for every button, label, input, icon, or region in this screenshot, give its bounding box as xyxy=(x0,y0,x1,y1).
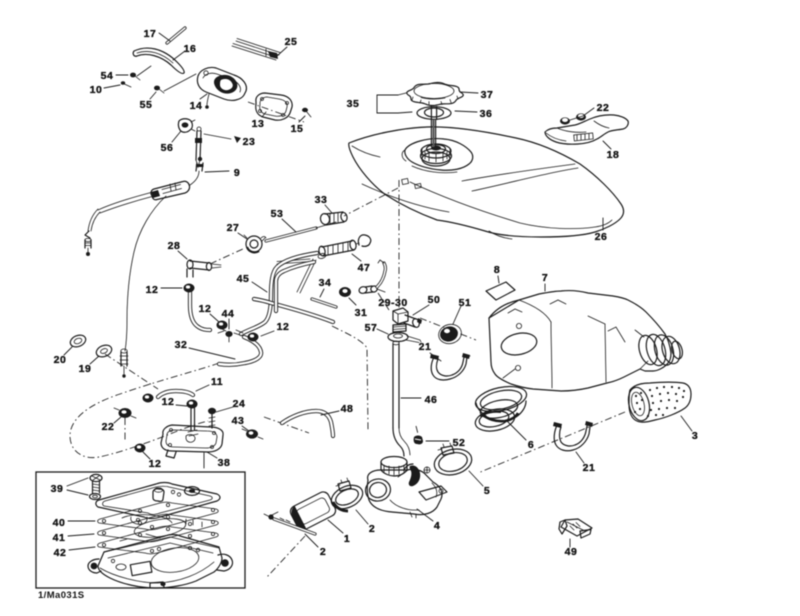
svg-text:51: 51 xyxy=(459,297,472,309)
svg-text:40: 40 xyxy=(53,517,66,529)
svg-text:10: 10 xyxy=(90,84,103,96)
svg-text:21: 21 xyxy=(419,341,432,353)
svg-text:2: 2 xyxy=(320,546,326,558)
svg-text:29-30: 29-30 xyxy=(378,297,407,309)
svg-text:38: 38 xyxy=(218,457,231,469)
svg-text:35: 35 xyxy=(347,98,360,110)
svg-text:12: 12 xyxy=(199,303,212,315)
svg-text:36: 36 xyxy=(480,108,493,120)
svg-text:56: 56 xyxy=(161,142,174,154)
svg-text:44: 44 xyxy=(222,308,235,320)
svg-text:46: 46 xyxy=(425,394,438,406)
svg-text:12: 12 xyxy=(149,458,162,470)
svg-text:19: 19 xyxy=(79,363,92,375)
svg-text:17: 17 xyxy=(144,28,157,40)
svg-text:52: 52 xyxy=(453,437,466,449)
svg-text:28: 28 xyxy=(168,240,181,252)
svg-text:22: 22 xyxy=(597,102,610,114)
svg-text:49: 49 xyxy=(565,546,578,558)
svg-text:27: 27 xyxy=(227,222,240,234)
svg-text:12: 12 xyxy=(277,321,290,333)
svg-text:32: 32 xyxy=(175,339,188,351)
svg-text:23: 23 xyxy=(243,136,256,148)
svg-text:20: 20 xyxy=(54,354,67,366)
svg-text:16: 16 xyxy=(184,43,197,55)
svg-text:39: 39 xyxy=(51,483,64,495)
svg-text:37: 37 xyxy=(481,89,494,101)
svg-text:31: 31 xyxy=(355,307,368,319)
svg-text:48: 48 xyxy=(341,403,354,415)
svg-text:45: 45 xyxy=(237,273,250,285)
svg-text:50: 50 xyxy=(428,294,441,306)
svg-text:26: 26 xyxy=(595,231,608,243)
svg-text:53: 53 xyxy=(271,208,284,220)
svg-text:33: 33 xyxy=(315,194,328,206)
svg-text:47: 47 xyxy=(358,262,371,274)
svg-text:34: 34 xyxy=(319,277,332,289)
svg-text:2: 2 xyxy=(369,523,375,535)
svg-text:1: 1 xyxy=(344,533,350,545)
svg-text:6: 6 xyxy=(528,439,534,451)
svg-text:41: 41 xyxy=(53,532,66,544)
svg-text:3: 3 xyxy=(692,430,698,442)
svg-text:12: 12 xyxy=(162,396,175,408)
svg-text:7: 7 xyxy=(542,272,548,284)
svg-text:54: 54 xyxy=(101,70,114,82)
svg-text:57: 57 xyxy=(365,322,378,334)
svg-text:25: 25 xyxy=(285,36,298,48)
svg-text:24: 24 xyxy=(233,398,246,410)
svg-text:15: 15 xyxy=(291,123,304,135)
svg-text:13: 13 xyxy=(252,118,265,130)
svg-text:18: 18 xyxy=(607,149,620,161)
svg-text:21: 21 xyxy=(583,462,596,474)
svg-text:4: 4 xyxy=(434,520,440,532)
svg-text:5: 5 xyxy=(484,485,490,497)
svg-text:8: 8 xyxy=(494,264,500,276)
svg-text:55: 55 xyxy=(140,99,153,111)
svg-text:14: 14 xyxy=(190,100,203,112)
svg-text:43: 43 xyxy=(232,415,245,427)
svg-text:11: 11 xyxy=(211,376,223,388)
svg-text:42: 42 xyxy=(54,547,67,559)
svg-text:1/Ma031S: 1/Ma031S xyxy=(38,590,85,601)
svg-text:22: 22 xyxy=(102,421,115,433)
svg-text:12: 12 xyxy=(146,284,159,296)
svg-text:9: 9 xyxy=(234,167,240,179)
